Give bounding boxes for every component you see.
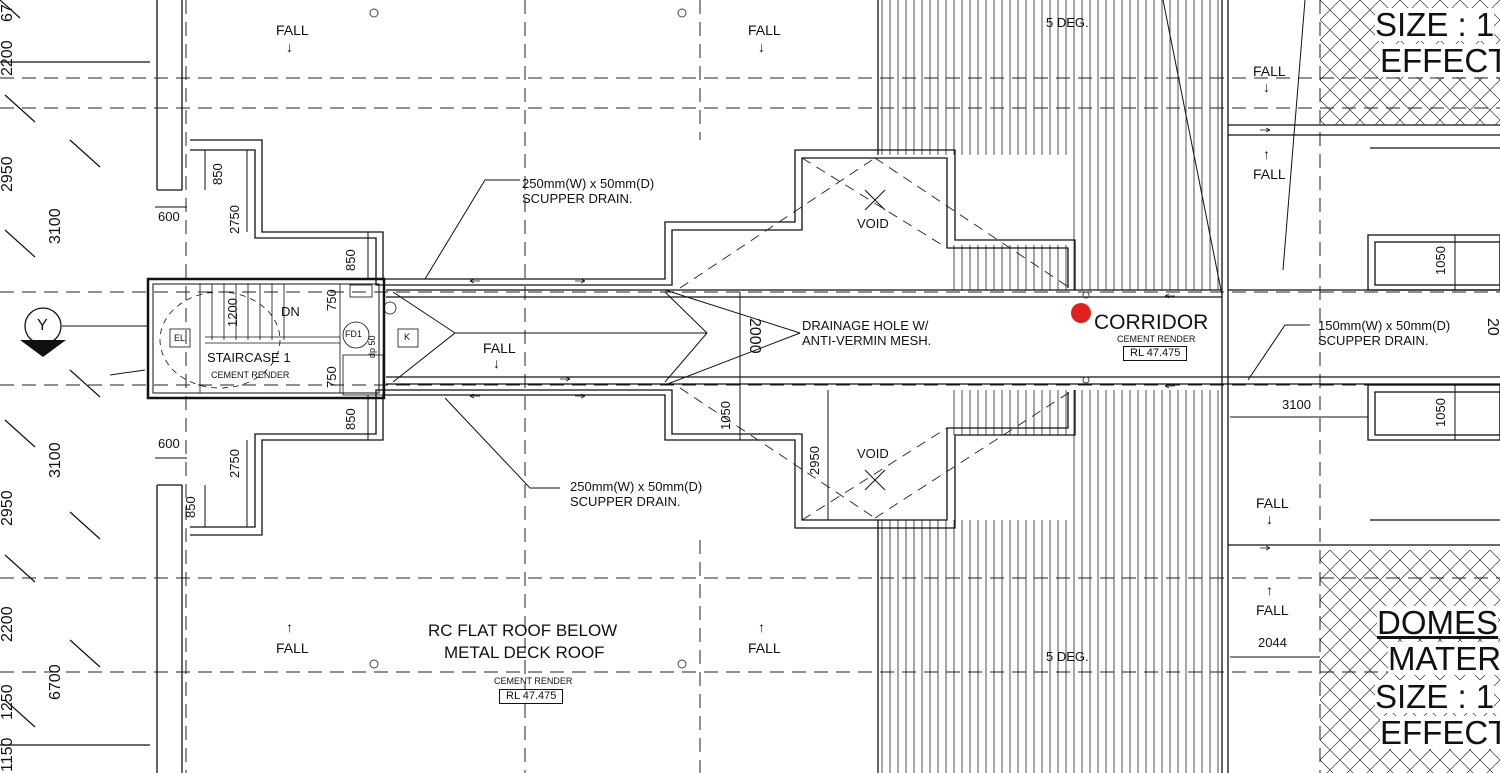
dimension-850: 850 [343, 408, 358, 430]
domestic-label: DOMES [1377, 604, 1499, 641]
downpipe-label: dp 50 [367, 335, 377, 358]
drainage-note-line1: DRAINAGE HOLE W/ [802, 318, 929, 333]
dimension-2000: 2000 [746, 318, 763, 354]
fall-down-arrow-icon: ↓ [493, 355, 500, 371]
fall-label: FALL [1253, 166, 1286, 182]
dimension-1200: 1200 [225, 298, 240, 327]
dimension-1050: 1050 [1433, 398, 1448, 427]
axis-dimension-2950: 2950 [0, 490, 16, 526]
leader-lines [109, 0, 1310, 489]
fall-up-arrow-icon: ↑ [758, 619, 765, 635]
void-x-marks [864, 189, 886, 491]
axis-dimension-6700: 6700 [47, 664, 64, 700]
dimension-850: 850 [183, 496, 198, 518]
dimension-1050: 1050 [1433, 246, 1448, 275]
dimension-1050: 1050 [718, 401, 733, 430]
drain-points [369, 8, 1090, 669]
dimension-850: 850 [343, 249, 358, 271]
drainage-note-line2: ANTI-VERMIN MESH. [802, 333, 932, 348]
parapet-walls [156, 0, 1500, 773]
roof-title-line2: METAL DECK ROOF [444, 643, 605, 662]
dimension-2044: 2044 [1258, 635, 1287, 650]
scupper-note-bottom-line2: SCUPPER DRAIN. [570, 494, 681, 509]
slope-label: 5 DEG. [1046, 649, 1089, 664]
floor-drain-label: FD1 [345, 329, 363, 339]
staircase-outline [146, 277, 419, 400]
dimension-2750: 2750 [227, 449, 242, 478]
corridor-chevron [392, 291, 708, 383]
fall-label: FALL [276, 640, 309, 656]
fall-label: FALL [1256, 495, 1289, 511]
fall-label: FALL [748, 22, 781, 38]
dimension-2750: 2750 [227, 205, 242, 234]
size-label-bottom: SIZE : 1 [1375, 678, 1495, 715]
fall-down-arrow-icon: ↓ [758, 39, 765, 55]
flow-arrows [469, 127, 1271, 551]
red-position-marker [1071, 303, 1091, 323]
dimension-2950: 2950 [807, 446, 822, 475]
axis-dimension-2200: 2200 [0, 40, 16, 76]
axis-dimension-3100: 3100 [47, 208, 64, 244]
fall-label: FALL [748, 640, 781, 656]
elevator-label: EL [174, 333, 186, 343]
grid-marker-y [20, 307, 148, 357]
corridor-title: CORRIDOR [1094, 311, 1209, 334]
axis-dimension-1250: 1250 [0, 684, 16, 720]
fall-label: FALL [1253, 63, 1286, 79]
scupper-note-right-line1: 150mm(W) x 50mm(D) [1318, 318, 1451, 333]
fall-down-arrow-icon: ↓ [286, 39, 293, 55]
axis-dimension-1150: 1150 [0, 737, 16, 772]
dimension-3100: 3100 [1282, 397, 1311, 412]
void-label: VOID [857, 216, 889, 231]
fall-label: FALL [483, 340, 516, 356]
metal-deck-hatching [878, 0, 1223, 773]
roof-level: RL 47.475 [499, 689, 564, 704]
fall-down-arrow-icon: ↓ [1263, 79, 1270, 95]
fall-label: FALL [276, 22, 309, 38]
corridor-level: RL 47.475 [1123, 346, 1188, 361]
staircase-finish: CEMENT RENDER [211, 370, 290, 380]
axis-dimension-67: 67 [0, 4, 16, 22]
dimension-850: 850 [210, 163, 225, 185]
size-label-top: SIZE : 1 [1375, 6, 1495, 43]
scupper-note-top-line2: SCUPPER DRAIN. [522, 191, 633, 206]
axis-dimension-3100: 3100 [47, 442, 64, 478]
fall-down-arrow-icon: ↓ [1266, 511, 1273, 527]
fall-label: FALL [1256, 602, 1289, 618]
dimension-lines [155, 150, 1456, 658]
effect-label-bottom: EFFECT [1380, 716, 1500, 749]
slope-label: 5 DEG. [1046, 15, 1089, 30]
corridor-finish: CEMENT RENDER [1117, 334, 1196, 344]
fall-up-arrow-icon: ↑ [1266, 582, 1273, 598]
staircase-title: STAIRCASE 1 [207, 350, 291, 365]
dimension-600: 600 [158, 209, 180, 224]
axis-dimension-2950: 2950 [0, 156, 16, 192]
void-label: VOID [857, 446, 889, 461]
fall-up-arrow-icon: ↑ [1263, 146, 1270, 162]
void-diagonals [679, 157, 1071, 521]
k-label: K [404, 332, 411, 342]
effect-label-top: EFFECT [1380, 44, 1500, 77]
dimension-750: 750 [324, 289, 339, 311]
stair-down-label: DN [281, 304, 300, 319]
scupper-note-bottom-line1: 250mm(W) x 50mm(D) [570, 479, 703, 494]
scupper-note-top-line1: 250mm(W) x 50mm(D) [522, 176, 655, 191]
roof-title-line1: RC FLAT ROOF BELOW [428, 621, 618, 640]
axis-dimension-20: 20 [1484, 318, 1500, 336]
dimension-600: 600 [158, 436, 180, 451]
scupper-note-right-line2: SCUPPER DRAIN. [1318, 333, 1429, 348]
grid-marker-label: Y [37, 317, 48, 334]
roof-finish: CEMENT RENDER [494, 676, 573, 686]
material-label: MATER [1388, 640, 1500, 677]
dimension-750: 750 [324, 366, 339, 388]
axis-dimension-2200: 2200 [0, 606, 16, 642]
fall-up-arrow-icon: ↑ [286, 619, 293, 635]
grid-ticks-left [0, 0, 150, 746]
